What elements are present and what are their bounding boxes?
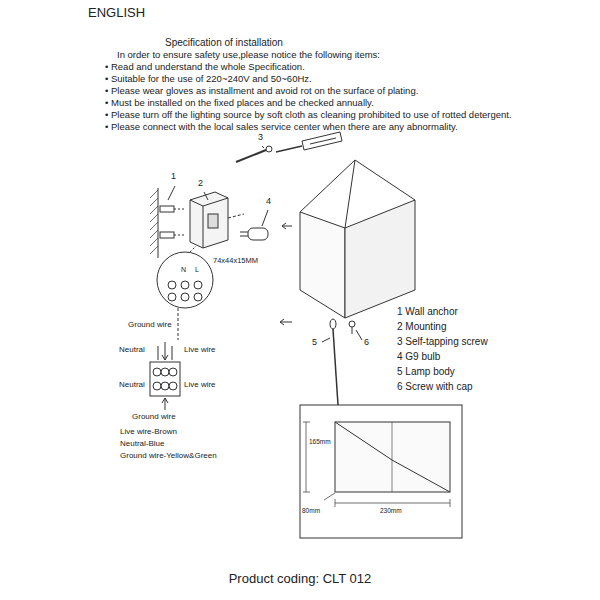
caption: Product coding: CLT 012 (0, 572, 600, 586)
callout-number: 6 (364, 338, 369, 348)
part-name: 3 Self-tapping screw (397, 336, 488, 347)
part-name: 1 Wall anchor (397, 306, 458, 317)
wire-colour: Ground wire-Yellow&Green (120, 452, 217, 461)
heading: ENGLISH (88, 6, 145, 20)
safety-note: • Please wear gloves as installment and … (105, 86, 418, 96)
terminal-name: L (195, 266, 199, 274)
subheading: Specification of installation (165, 37, 283, 48)
wire-name: Neutral (119, 381, 145, 390)
dimension: 165mm (309, 438, 331, 445)
part-name: 4 G9 bulb (397, 351, 440, 362)
safety-note: • Please connect with the local sales se… (105, 122, 458, 132)
intro-note: In order to ensure safety use,please not… (117, 50, 380, 60)
wire-name: Live wire (184, 346, 216, 355)
safety-note: • Suitable for the use of 220~240V and 5… (105, 74, 312, 84)
dimension: 230mm (380, 507, 402, 514)
callout-number: 5 (312, 338, 317, 348)
safety-note: • Read and understand the whole Specific… (105, 62, 305, 72)
callout-number: 1 (171, 172, 176, 182)
wire-name: Live wire (184, 381, 216, 390)
safety-note: • Must be installed on the fixed places … (105, 98, 374, 108)
wire-name: Ground wire (132, 413, 176, 422)
wire-name: Ground wire (128, 321, 172, 330)
part-name: 5 Lamp body (397, 366, 455, 377)
callout-number: 3 (258, 133, 263, 143)
dimension: 80mm (302, 507, 320, 514)
terminal-name: N (181, 266, 186, 274)
safety-note: • Please turn off the lighting source by… (105, 110, 512, 120)
wire-colour: Neutral-Blue (120, 440, 164, 449)
dimension: 74x44x15MM (213, 257, 258, 265)
callout-number: 2 (198, 179, 203, 189)
callout-number: 4 (266, 197, 271, 207)
wire-name: Neutral (119, 346, 145, 355)
part-name: 6 Screw with cap (397, 381, 473, 392)
wire-colour: Live wire-Brown (120, 428, 177, 437)
part-name: 2 Mounting (397, 321, 446, 332)
